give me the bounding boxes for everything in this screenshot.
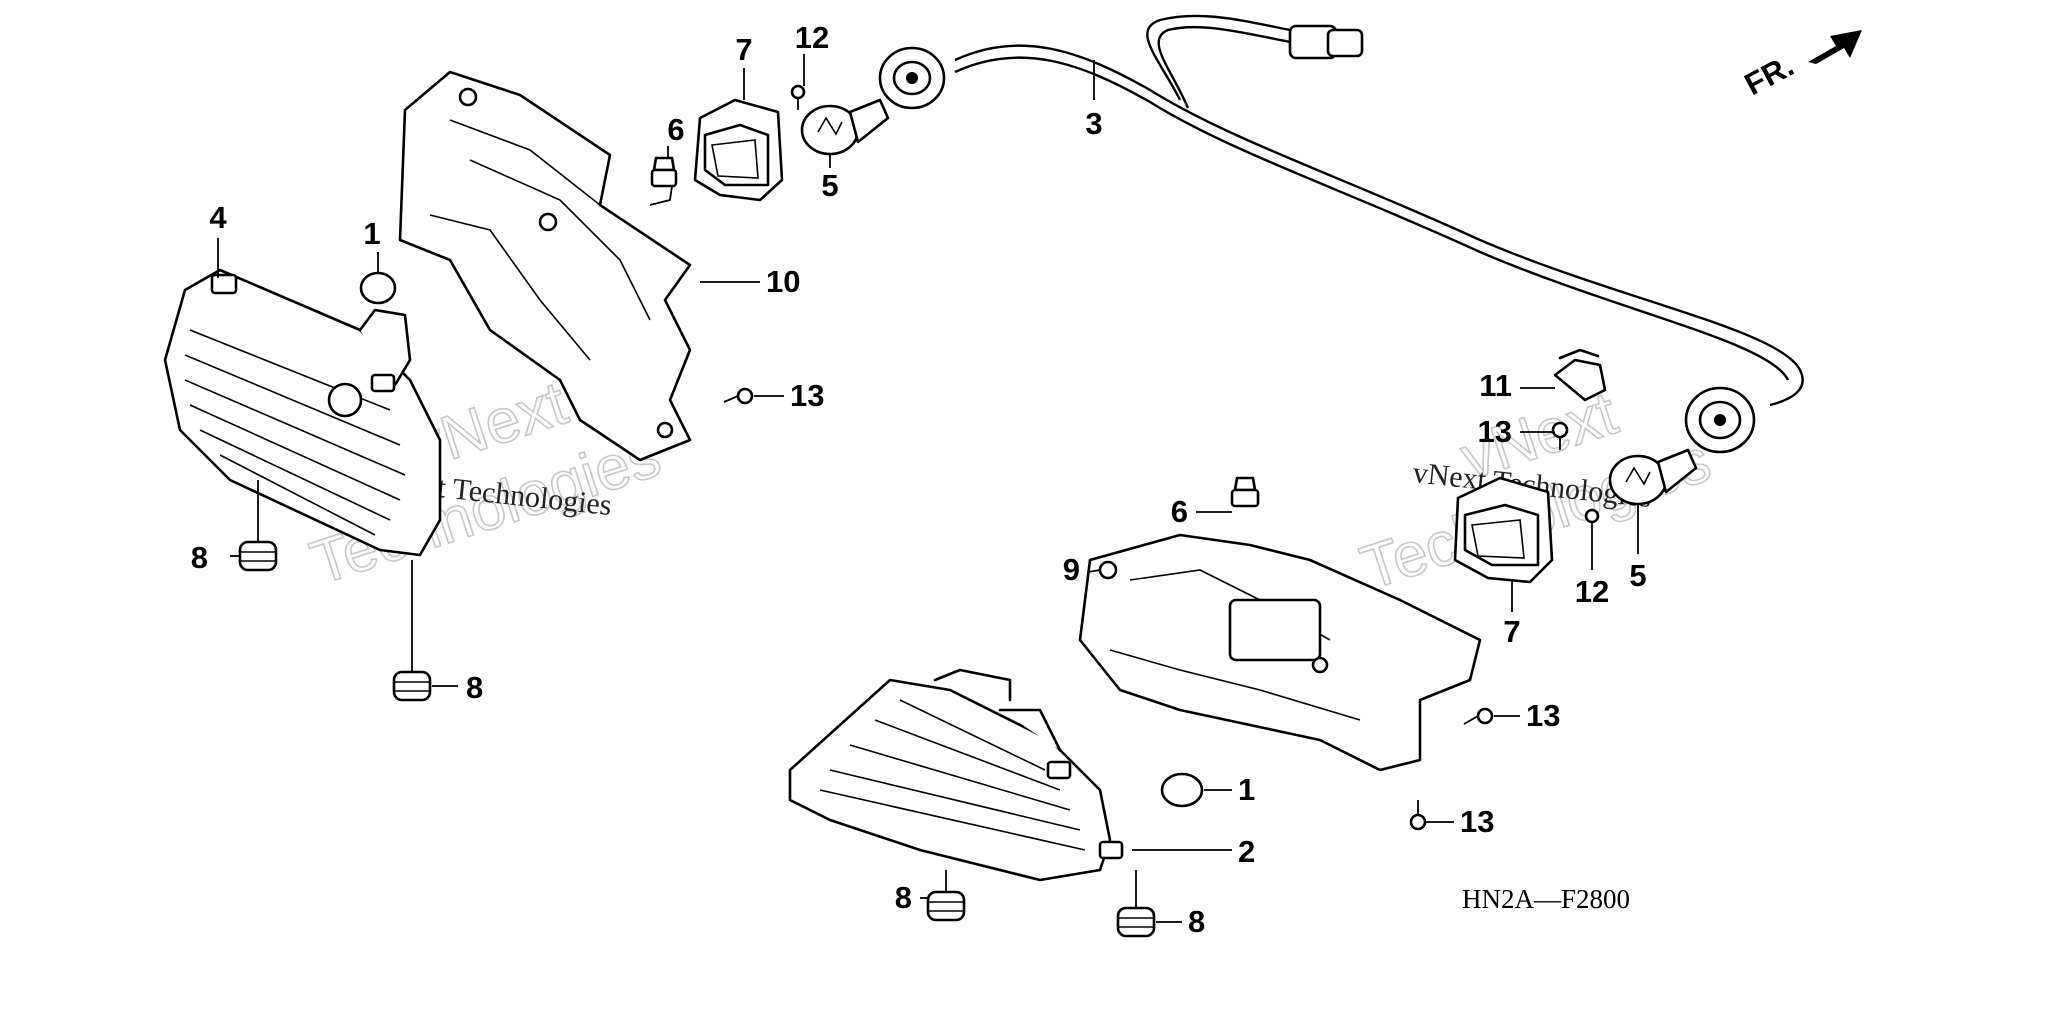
bracket-lower [1078, 533, 1482, 772]
callouts: 4 1 8 8 7 12 6 5 3 10 13 6 9 1 2 8 8 11 … [191, 20, 1647, 939]
screw-13-clip [1551, 421, 1569, 450]
grommet-right-b [1116, 906, 1156, 938]
wire-harness [878, 14, 1804, 454]
collar-lower [1160, 772, 1204, 808]
callout-12-lower: 12 [1575, 574, 1609, 609]
bulb-socket-lower [1684, 386, 1756, 454]
grommet-right-a [926, 890, 966, 922]
clip [1553, 348, 1607, 402]
bulb-socket-upper [878, 46, 946, 110]
screw-13-upper [723, 387, 754, 405]
callout-9: 9 [1063, 552, 1080, 587]
collar-upper [359, 271, 397, 305]
callout-5-lower: 5 [1629, 558, 1646, 593]
callout-12-upper: 12 [795, 20, 829, 55]
bulb-holder-lower [1453, 476, 1554, 584]
callout-2: 2 [1238, 834, 1255, 869]
screw-13-lower-b [1409, 800, 1427, 831]
callout-1-upper: 1 [363, 216, 380, 251]
callout-5-upper: 5 [821, 168, 838, 203]
screw-12-upper [790, 84, 806, 110]
harness-connector [1288, 24, 1364, 60]
bracket-upper [398, 70, 692, 462]
bulb-lower [1608, 448, 1698, 506]
callout-13-upper: 13 [790, 378, 824, 413]
callout-8-left-b: 8 [466, 670, 483, 705]
front-label: FR. [1739, 48, 1800, 102]
callout-13-clip: 13 [1478, 414, 1512, 449]
callout-8-right-b: 8 [1188, 904, 1205, 939]
grommet-left-b [392, 670, 432, 702]
callout-1-lower: 1 [1238, 772, 1255, 807]
nut-lower [1230, 476, 1260, 508]
screw-12-lower [1584, 508, 1600, 534]
callout-13-lower-a: 13 [1526, 698, 1560, 733]
callout-8-right-a: 8 [895, 880, 912, 915]
bulb-upper [800, 98, 890, 156]
front-arrow-icon [1808, 30, 1862, 64]
callout-4: 4 [209, 200, 227, 235]
lens-left [163, 268, 442, 557]
callout-11: 11 [1479, 368, 1512, 403]
front-direction-indicator: FR. [1739, 30, 1862, 102]
callout-8-left-a: 8 [191, 540, 208, 575]
callout-6-upper: 6 [667, 112, 684, 147]
bulb-holder-upper [693, 98, 784, 202]
diagram-code: HN2A—F2800 [1462, 884, 1630, 914]
callout-7-lower: 7 [1503, 614, 1520, 649]
callout-13-lower-b: 13 [1460, 804, 1494, 839]
leader-lines [217, 54, 1639, 923]
callout-3: 3 [1085, 106, 1102, 141]
callout-7-upper: 7 [735, 32, 752, 67]
callout-10: 10 [766, 264, 800, 299]
nut-upper [650, 156, 678, 188]
lens-right [788, 668, 1124, 882]
callout-6-lower: 6 [1171, 494, 1188, 529]
grommet-left-a [238, 540, 278, 572]
screw-13-lower-a [1463, 707, 1494, 725]
